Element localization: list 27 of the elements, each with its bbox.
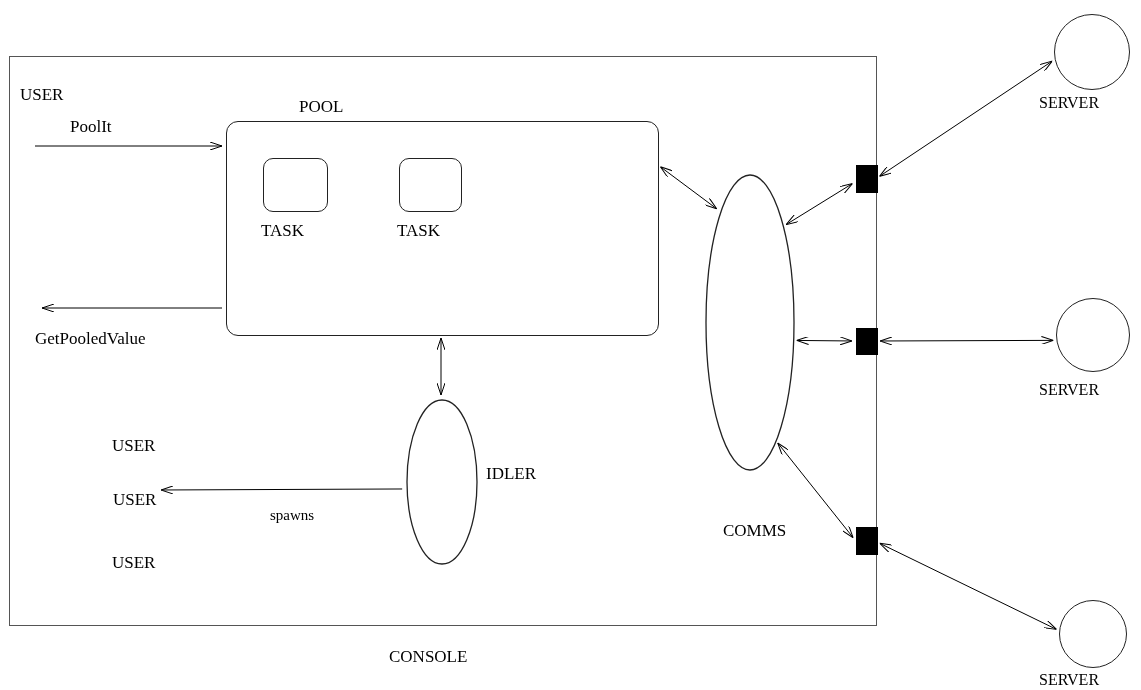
- node-label: TASK: [397, 221, 441, 241]
- node-label: CONSOLE: [389, 647, 468, 667]
- node-label: TASK: [261, 221, 305, 241]
- node-label: SERVER: [1039, 671, 1100, 689]
- arrow: [34, 141, 223, 151]
- arrow: [796, 336, 853, 346]
- arrow: [879, 542, 1057, 630]
- arrow: [160, 485, 403, 495]
- arrow: [777, 442, 854, 539]
- port-block: [856, 165, 878, 193]
- node-label: POOL: [299, 97, 344, 117]
- user-label: USER: [113, 489, 159, 511]
- arrow: [879, 335, 1054, 346]
- arrow: [41, 303, 223, 313]
- arrow: [785, 183, 853, 226]
- node-label: COMMS: [723, 521, 787, 541]
- user-label: USER: [20, 85, 64, 105]
- arrow: [436, 337, 446, 396]
- port-block: [856, 527, 878, 555]
- arrow: [879, 60, 1053, 177]
- node-label: IDLER: [486, 464, 537, 484]
- node-label: SERVER: [1039, 94, 1100, 112]
- node-label: SERVER: [1039, 381, 1100, 399]
- arrow: [659, 166, 718, 210]
- user-label: USER: [112, 436, 156, 456]
- user-label: USER: [112, 553, 156, 573]
- port-block: [856, 328, 878, 355]
